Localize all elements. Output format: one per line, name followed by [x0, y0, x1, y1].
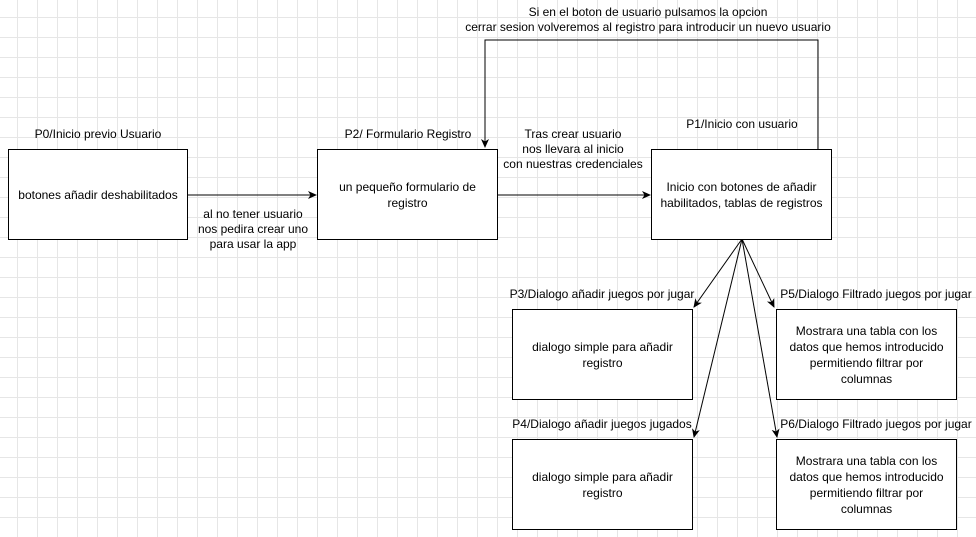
node-p3-body: dialogo simple para añadir registro	[532, 339, 673, 370]
edge-label-line: para usar la app	[209, 237, 297, 251]
node-p3[interactable]: dialogo simple para añadir registro	[512, 309, 693, 400]
node-p4[interactable]: dialogo simple para añadir registro	[512, 439, 693, 530]
edge-p1-to-p3	[693, 238, 743, 308]
edge-p1-to-p4	[691, 238, 743, 438]
node-title-p1: P1/Inicio con usuario	[686, 117, 798, 131]
edge-label-p2-to-p1: Tras crear usuario nos llevara al inicio…	[498, 127, 648, 172]
node-p5-body: Mostrara una tabla con los datos que hem…	[789, 323, 944, 386]
edge-label-p1-to-p2: Si en el boton de usuario pulsamos la op…	[448, 5, 848, 35]
node-title-p0: P0/Inicio previo Usuario	[34, 127, 162, 141]
node-title-p4: P4/Dialogo añadir juegos jugados	[512, 417, 692, 431]
edge-label-p0-to-p2: al no tener usuario nos pedira crear uno…	[188, 207, 318, 252]
node-title-p5: P5/Dialogo Filtrado juegos por jugar	[780, 287, 972, 301]
edge-p1-to-p2-logout	[481, 39, 819, 149]
edge-label-line: con nuestras credenciales	[503, 157, 643, 171]
edge-label-line: nos llevara al inicio	[522, 142, 624, 156]
edge-label-line: Si en el boton de usuario pulsamos la op…	[528, 5, 768, 19]
node-p2[interactable]: un pequeño formulario de registro	[317, 149, 498, 240]
node-p6-body: Mostrara una tabla con los datos que hem…	[789, 453, 944, 516]
edge-label-line: cerrar sesion volveremos al registro par…	[465, 20, 831, 34]
node-p6[interactable]: Mostrara una tabla con los datos que hem…	[776, 439, 957, 530]
node-p4-body: dialogo simple para añadir registro	[532, 469, 673, 500]
node-p1[interactable]: Inicio con botones de añadir habilitados…	[651, 149, 832, 240]
edge-p1-to-p6	[741, 238, 780, 438]
node-p0[interactable]: botones añadir deshabilitados	[8, 149, 188, 240]
node-p1-body: Inicio con botones de añadir habilitados…	[660, 179, 823, 210]
node-p0-body: botones añadir deshabilitados	[18, 187, 178, 202]
node-p2-body: un pequeño formulario de registro	[339, 179, 476, 210]
node-title-p2: P2/ Formulario Registro	[344, 127, 472, 141]
edge-p1-to-p5	[741, 238, 775, 308]
node-title-p3: P3/Dialogo añadir juegos por jugar	[509, 287, 695, 301]
node-title-p6: P6/Dialogo Filtrado juegos por jugar	[780, 417, 972, 431]
node-p5[interactable]: Mostrara una tabla con los datos que hem…	[776, 309, 957, 400]
edge-label-line: al no tener usuario	[203, 207, 303, 221]
edge-label-line: Tras crear usuario	[524, 127, 622, 141]
edge-label-line: nos pedira crear uno	[197, 222, 309, 236]
